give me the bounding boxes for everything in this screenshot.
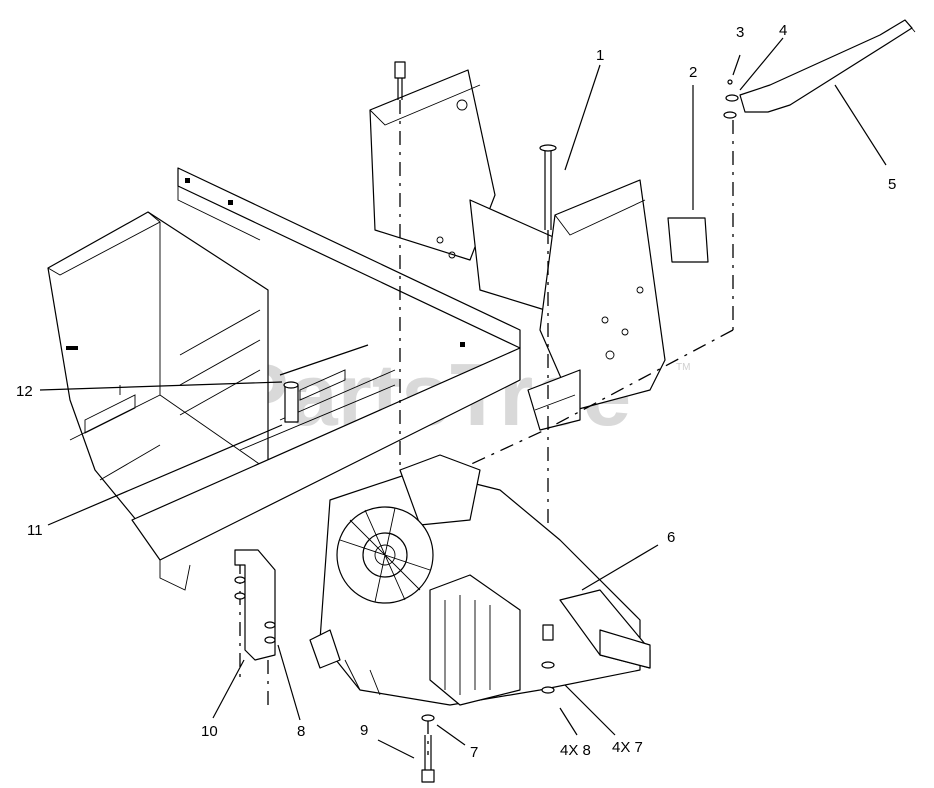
callout-5: 5 [888,176,896,193]
mount-bracket [234,549,276,661]
linkage-rod [739,19,916,113]
callout-11: 11 [27,522,43,539]
clip-and-washer [723,79,739,119]
bolt-top [394,61,406,100]
transaxle [309,454,651,706]
callout-4x7: 4X 7 [612,739,643,756]
callout-9: 9 [360,722,368,739]
callout-7: 7 [470,744,478,761]
side-plate [527,179,666,431]
leader-lines [39,37,887,759]
decal [667,217,709,263]
alignment-lines [239,100,734,755]
axle-washer-nut [541,624,555,694]
callout-4x8: 4X 8 [560,742,591,759]
callout-labels: 1 2 3 4 5 6 4X 7 4X 8 7 9 8 10 11 12 [16,22,896,761]
watermark-trademark: TM [676,362,690,373]
callout-12: 12 [16,383,33,400]
rear-bracket [369,69,561,311]
callout-3: 3 [736,24,744,41]
callout-4: 4 [779,22,787,39]
callout-10: 10 [201,723,218,740]
pin-spacer [279,344,369,423]
callout-2: 2 [689,64,697,81]
bolt-bottom [421,714,435,783]
callout-8: 8 [297,723,305,740]
callout-1: 1 [596,47,604,64]
callout-6: 6 [667,529,675,546]
frame-rail [131,167,521,591]
bolt-long [539,144,557,230]
